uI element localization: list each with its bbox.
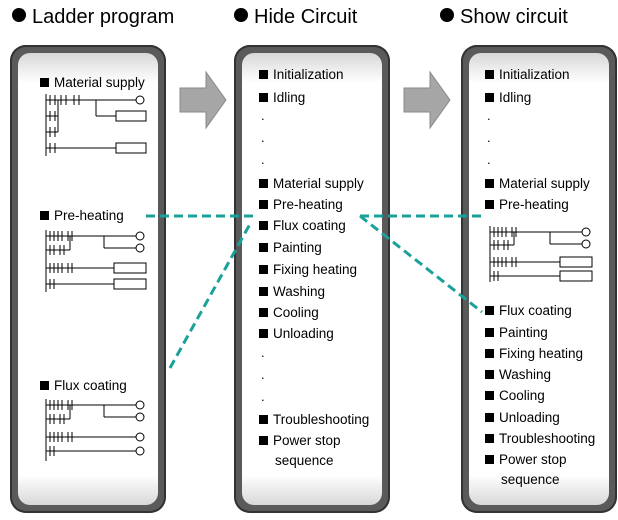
show-item-initialization: Initialization xyxy=(485,67,570,83)
show-item-flux-coating: Flux coating xyxy=(485,303,572,319)
arrow-right-icon xyxy=(179,70,227,130)
show-item-power-stop: Power stop xyxy=(485,452,567,468)
hide-item-power-stop-continuation: sequence xyxy=(275,453,334,468)
ladder-diagram-flux-coating xyxy=(45,399,145,461)
hide-item-pre-heating: Pre-heating xyxy=(259,197,343,213)
hide-ellipsis-5: . xyxy=(261,367,265,382)
hide-item-unloading: Unloading xyxy=(259,326,334,342)
show-item-pre-heating: Pre-heating xyxy=(485,197,569,213)
show-item-painting: Painting xyxy=(485,325,548,341)
hide-item-flux-coating: Flux coating xyxy=(259,218,346,234)
ladder-diagram-material-supply xyxy=(45,94,147,156)
show-item-washing: Washing xyxy=(485,367,551,383)
ladder-item-flux-coating: Flux coating xyxy=(40,378,127,394)
hide-ellipsis-3: . xyxy=(261,152,265,167)
show-ellipsis-3: . xyxy=(487,152,491,167)
hide-item-power-stop: Power stop xyxy=(259,433,341,449)
hide-item-troubleshooting: Troubleshooting xyxy=(259,412,369,428)
ladder-item-pre-heating: Pre-heating xyxy=(40,208,124,224)
hide-item-initialization: Initialization xyxy=(259,67,344,83)
hide-item-washing: Washing xyxy=(259,284,325,300)
show-ellipsis-2: . xyxy=(487,130,491,145)
hide-item-cooling: Cooling xyxy=(259,305,319,321)
heading-hide-circuit: Hide Circuit xyxy=(234,6,357,29)
show-item-unloading: Unloading xyxy=(485,410,560,426)
show-ladder-diagram-pre-heating xyxy=(489,226,593,282)
show-item-cooling: Cooling xyxy=(485,388,545,404)
show-item-troubleshooting: Troubleshooting xyxy=(485,431,595,447)
hide-ellipsis-2: . xyxy=(261,130,265,145)
show-ellipsis-1: . xyxy=(487,108,491,123)
hide-item-fixing-heating: Fixing heating xyxy=(259,262,357,278)
ladder-item-material-supply: Material supply xyxy=(40,75,145,91)
hide-item-painting: Painting xyxy=(259,240,322,256)
hide-ellipsis-4: . xyxy=(261,345,265,360)
heading-show-circuit: Show circuit xyxy=(440,6,568,29)
ladder-diagram-pre-heating xyxy=(45,230,147,292)
bullet-icon xyxy=(12,8,26,22)
show-item-idling: Idling xyxy=(485,90,531,106)
bullet-icon xyxy=(440,8,454,22)
show-item-power-stop-continuation: sequence xyxy=(501,472,560,487)
hide-ellipsis-6: . xyxy=(261,389,265,404)
hide-item-material-supply: Material supply xyxy=(259,176,364,192)
hide-item-idling: Idling xyxy=(259,90,305,106)
show-item-material-supply: Material supply xyxy=(485,176,590,192)
show-item-fixing-heating: Fixing heating xyxy=(485,346,583,362)
heading-ladder-program: Ladder program xyxy=(12,6,174,29)
bullet-icon xyxy=(234,8,248,22)
arrow-right-icon xyxy=(403,70,451,130)
hide-ellipsis-1: . xyxy=(261,108,265,123)
